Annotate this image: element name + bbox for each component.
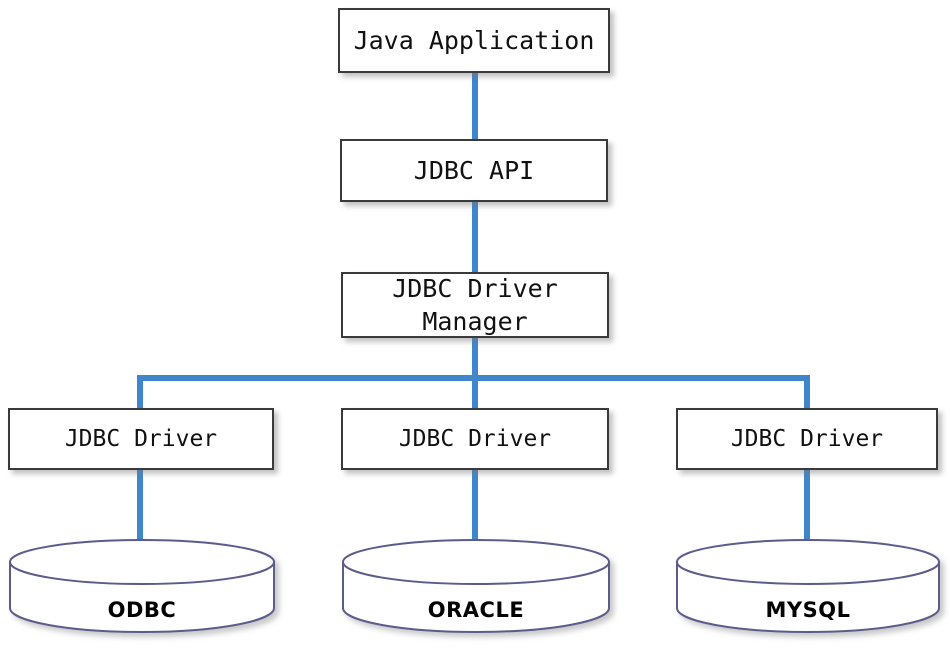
node-java-application-label: Java Application	[353, 26, 595, 55]
node-jdbc-driver-middle[interactable]: JDBC Driver	[341, 408, 609, 470]
cylinder-shape-mysql	[676, 539, 940, 633]
node-jdbc-driver-middle-label: JDBC Driver	[398, 425, 552, 452]
node-jdbc-driver-right[interactable]: JDBC Driver	[676, 408, 938, 470]
node-jdbc-api-label: JDBC API	[413, 156, 535, 185]
node-jdbc-driver-left[interactable]: JDBC Driver	[8, 408, 274, 470]
database-cylinder-oracle[interactable]: ORACLE	[341, 538, 611, 634]
database-label-oracle: ORACLE	[427, 598, 525, 622]
node-jdbc-api[interactable]: JDBC API	[340, 139, 608, 202]
database-label-mysql: MYSQL	[765, 598, 851, 622]
node-jdbc-driver-left-label: JDBC Driver	[64, 425, 218, 452]
database-label-odbc: ODBC	[107, 598, 177, 622]
database-cylinder-odbc[interactable]: ODBC	[8, 538, 276, 634]
node-jdbc-driver-manager-label: JDBC Driver Manager	[392, 274, 558, 336]
node-java-application[interactable]: Java Application	[338, 8, 610, 73]
node-jdbc-driver-right-label: JDBC Driver	[730, 425, 884, 452]
database-cylinder-mysql[interactable]: MYSQL	[675, 538, 941, 634]
node-jdbc-driver-manager[interactable]: JDBC Driver Manager	[341, 272, 609, 338]
cylinder-shape-oracle	[342, 539, 610, 633]
cylinder-shape-odbc	[9, 539, 275, 633]
